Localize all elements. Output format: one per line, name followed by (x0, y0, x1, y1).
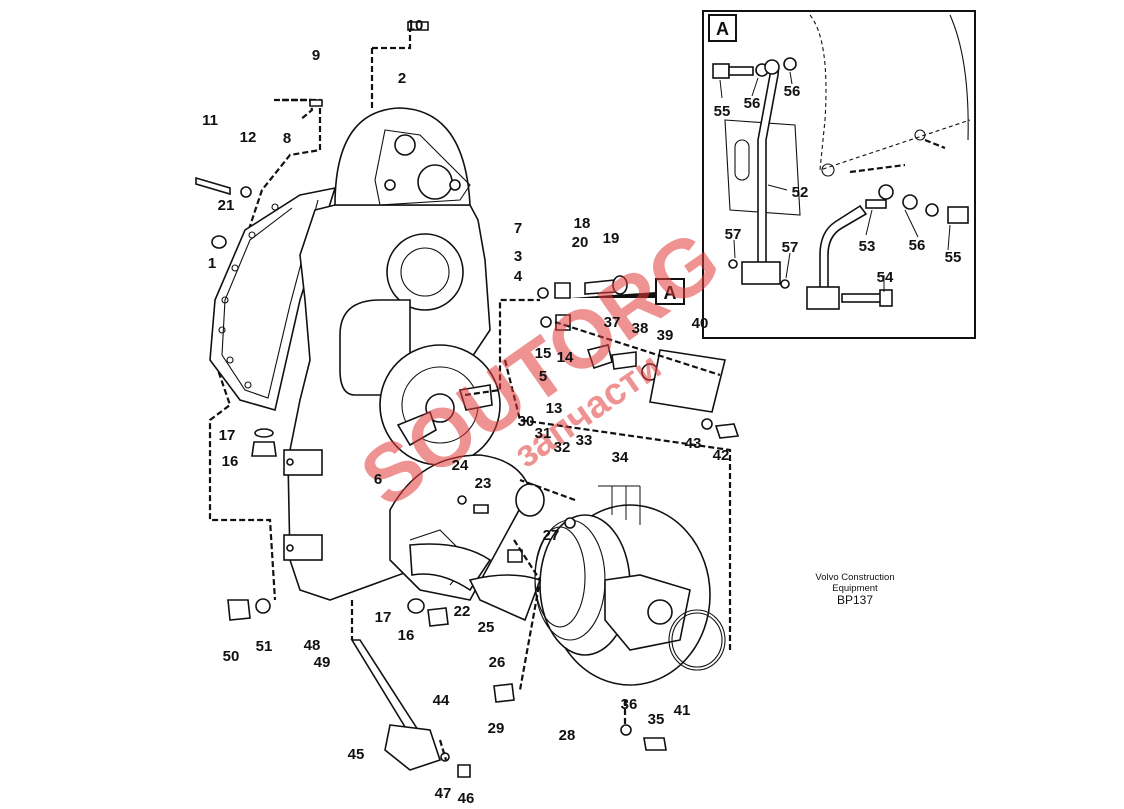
callout-5: 5 (539, 368, 547, 385)
clamp-block-left (741, 261, 781, 285)
callout-52: 52 (792, 184, 809, 201)
callout-10: 10 (407, 17, 424, 34)
callout-26: 26 (489, 654, 506, 671)
callout-41: 41 (674, 702, 691, 719)
callout-33: 33 (576, 432, 593, 449)
callout-16: 16 (222, 453, 239, 470)
callout-51: 51 (256, 638, 273, 655)
caption: Volvo Construction Equipment BP137 (815, 572, 894, 607)
caption-line2: Equipment (832, 583, 878, 594)
callout-43: 43 (685, 435, 702, 452)
callout-34: 34 (612, 449, 629, 466)
callout-4: 4 (514, 268, 523, 285)
callout-18: 18 (574, 215, 591, 232)
callout-14: 14 (557, 349, 574, 366)
drive-components (350, 275, 740, 778)
callout-6: 6 (374, 471, 382, 488)
caption-line1: Volvo Construction (815, 572, 894, 583)
callout-31: 31 (535, 425, 552, 442)
callout-19: 19 (603, 230, 620, 247)
callout-30: 30 (518, 413, 535, 430)
callout-11: 11 (202, 112, 218, 129)
callout-54: 54 (877, 269, 894, 286)
callout-40: 40 (692, 315, 709, 332)
callout-20: 20 (572, 234, 589, 251)
callout-45: 45 (348, 746, 365, 763)
callout-47: 47 (435, 785, 452, 802)
callout-24: 24 (452, 457, 469, 474)
callout-2: 2 (398, 70, 406, 87)
detail-tag-inset: A (716, 19, 729, 39)
detail-a-inset: A (702, 10, 976, 339)
callout-3: 3 (514, 248, 522, 265)
callout-12: 12 (240, 129, 257, 146)
callout-36: 36 (621, 696, 638, 713)
callout-39: 39 (657, 327, 674, 344)
caption-id: BP137 (837, 593, 873, 607)
callout-28: 28 (559, 727, 576, 744)
callout-16: 16 (398, 627, 415, 644)
loose-parts-left (195, 21, 429, 621)
detail-a-pointer: A (570, 278, 685, 305)
callout-17: 17 (219, 427, 236, 444)
callout-22: 22 (454, 603, 471, 620)
callout-55: 55 (945, 249, 962, 266)
callout-56: 56 (909, 237, 926, 254)
callout-38: 38 (632, 320, 649, 337)
callout-35: 35 (648, 711, 665, 728)
callout-8: 8 (283, 130, 291, 147)
callout-49: 49 (314, 654, 331, 671)
callout-29: 29 (488, 720, 505, 737)
bolt-54 (879, 289, 893, 307)
callout-32: 32 (554, 439, 571, 456)
callout-56: 56 (744, 95, 761, 112)
detail-tag-main: A (664, 283, 677, 303)
clamp-block-right (806, 286, 840, 310)
callout-13: 13 (546, 400, 563, 417)
gear-housing (208, 98, 542, 622)
callout-42: 42 (713, 447, 730, 464)
callout-25: 25 (478, 619, 495, 636)
callout-23: 23 (475, 475, 492, 492)
callout-44: 44 (433, 692, 450, 709)
bolt-55-right (947, 206, 969, 224)
callout-9: 9 (312, 47, 320, 64)
callout-55: 55 (714, 103, 731, 120)
callout-46: 46 (458, 790, 475, 807)
callout-53: 53 (859, 238, 876, 255)
callout-37: 37 (604, 314, 621, 331)
callout-27: 27 (543, 527, 560, 544)
callout-56: 56 (784, 83, 801, 100)
callout-21: 21 (218, 197, 235, 214)
callout-50: 50 (223, 648, 240, 665)
callout-17: 17 (375, 609, 392, 626)
callout-15: 15 (535, 345, 552, 362)
callout-1: 1 (208, 255, 216, 272)
bolt-55-top (712, 63, 754, 79)
callout-48: 48 (304, 637, 321, 654)
callout-7: 7 (514, 220, 522, 237)
callout-57: 57 (782, 239, 799, 256)
callout-57: 57 (725, 226, 742, 243)
